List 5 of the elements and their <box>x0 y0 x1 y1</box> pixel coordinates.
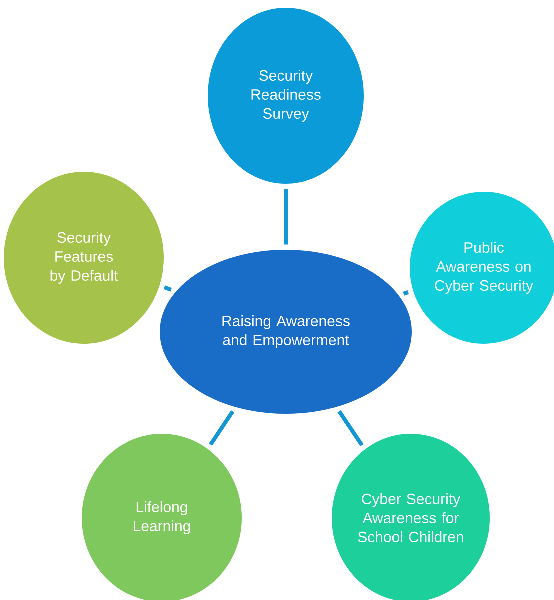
connector-line <box>164 286 172 292</box>
connector-line <box>209 410 235 446</box>
connector-line <box>338 410 364 446</box>
connector-line <box>403 290 410 296</box>
connector-line <box>284 189 288 245</box>
